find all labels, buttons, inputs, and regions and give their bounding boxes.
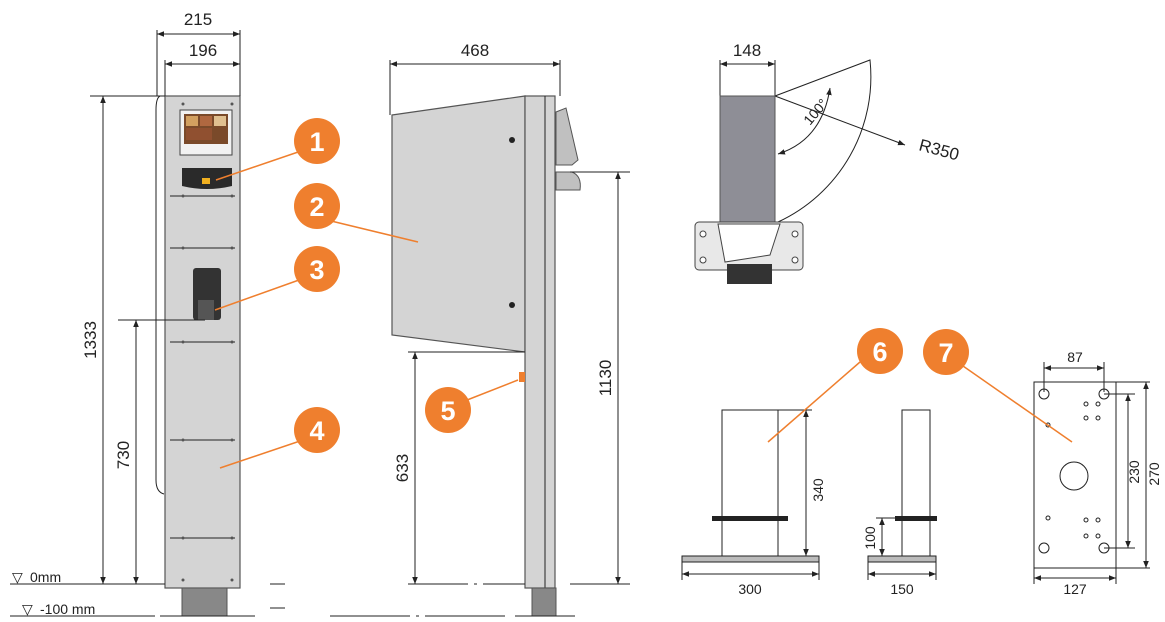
svg-text:7: 7: [938, 338, 953, 368]
dim-door-radius: R350: [917, 136, 961, 165]
dim-socket-height: 730: [114, 441, 133, 469]
dim-base-plate-inner-height: 230: [1126, 460, 1142, 484]
top-column-body: [719, 95, 776, 225]
foundation-side-post: [901, 409, 931, 559]
base-plate-cable-hole: [1059, 461, 1089, 491]
dim-door-bottom-height: 633: [393, 454, 412, 482]
rfid-light: [202, 178, 210, 184]
door-swing-arc: [774, 59, 872, 223]
ground-symbol: ▽: [12, 569, 23, 585]
display-tile: [186, 128, 212, 140]
foundation-plate: [712, 516, 788, 521]
dim-foundation-side-width: 150: [890, 581, 914, 597]
callout-4: 4: [294, 407, 340, 453]
side-door-box: [391, 95, 526, 353]
front-panel-dividers: [170, 195, 235, 539]
display-tile: [214, 116, 226, 126]
front-view: 215 196 1333 730 ▽ 0mm ▽ -100 mm: [10, 10, 285, 617]
dim-hole-spacing: 87: [1067, 349, 1083, 365]
svg-text:4: 4: [309, 416, 324, 446]
callout-3: 3: [294, 246, 340, 292]
callout-7: 7: [923, 329, 969, 375]
display-tile: [186, 116, 198, 126]
side-reader: [555, 107, 579, 166]
front-screws: [181, 102, 234, 582]
dim-side-depth: 468: [461, 41, 489, 60]
top-reader: [727, 264, 772, 284]
foundation-side-base: [867, 555, 937, 563]
dim-front-height-total: 1333: [81, 321, 100, 359]
callout-2: 2: [294, 183, 340, 229]
dim-foundation-side-height: 100: [862, 526, 878, 550]
dim-front-width-inner: 196: [189, 41, 217, 60]
dim-base-plate-outer-height: 270: [1146, 462, 1162, 486]
svg-text:1: 1: [309, 127, 324, 157]
dim-foundation-width: 300: [738, 581, 762, 597]
dim-foundation-height: 340: [810, 478, 826, 502]
foundation-symbol: ▽: [22, 601, 33, 617]
dim-front-width-outer: 215: [184, 10, 212, 29]
side-column: [524, 95, 556, 589]
svg-text:3: 3: [309, 255, 324, 285]
svg-text:6: 6: [872, 337, 887, 367]
dim-top-width: 148: [733, 41, 761, 60]
foundation-post: [721, 409, 779, 559]
foundation-front-view: 300 340: [681, 409, 826, 597]
svg-text:5: 5: [440, 396, 455, 426]
ground-level-label: 0mm: [30, 569, 61, 585]
side-socket-holder: [555, 171, 581, 191]
front-foundation-block: [181, 587, 228, 617]
socket-plug: [198, 300, 214, 320]
callout-1: 1: [294, 118, 340, 164]
callout-5: 5: [425, 387, 471, 433]
dim-base-plate-width: 127: [1063, 581, 1087, 597]
top-socket-outline: [717, 223, 781, 263]
callout-6: 6: [857, 328, 903, 374]
svg-text:2: 2: [309, 192, 324, 222]
foundation-base: [681, 555, 820, 563]
radius-line: [774, 95, 906, 146]
side-foundation-block: [531, 587, 557, 617]
door-hinge-top: [509, 137, 515, 143]
foundation-side-plate: [895, 516, 937, 521]
foundation-side-view: 150 100: [862, 409, 937, 597]
base-plate-view: 87 127 230 270: [1033, 349, 1162, 597]
dim-side-panel-height: 1130: [596, 360, 615, 397]
status-led: [519, 372, 525, 382]
callout-leaders: [214, 149, 1073, 469]
top-view: 148 100° R350: [694, 41, 961, 284]
side-view: 468 1130 633: [330, 41, 630, 617]
dim-door-angle: 100°: [800, 95, 831, 127]
front-side-edge: [155, 95, 165, 495]
base-plate-holes: [1038, 388, 1110, 554]
foundation-level-label: -100 mm: [40, 601, 95, 617]
door-hinge-bottom: [509, 302, 515, 308]
angle-arc: [777, 87, 832, 155]
display-tile: [200, 116, 212, 126]
